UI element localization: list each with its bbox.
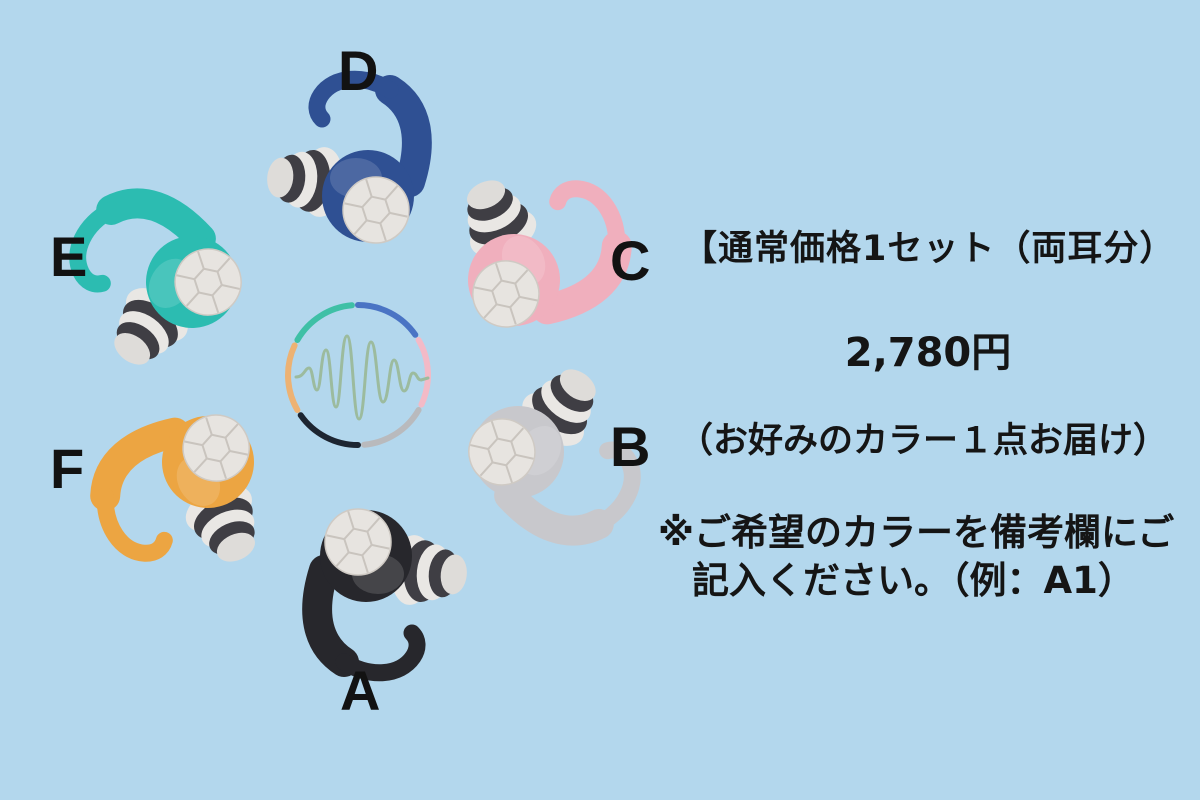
label-f: F	[50, 437, 85, 500]
ring-blue-segment	[355, 302, 419, 338]
hook-tail	[302, 555, 359, 677]
ring-teal-segment	[294, 302, 355, 343]
ring-pink-segment	[415, 337, 431, 408]
hook-tail	[96, 188, 216, 254]
earplug-c	[467, 180, 632, 328]
soccer-pattern-icon	[474, 263, 538, 325]
plug-cap	[472, 260, 540, 328]
remarks-note-line1: ※ご希望のカラーを備考欄にご	[658, 511, 1175, 554]
color-choice-note: （お好みのカラー１点お届け）	[678, 421, 1169, 461]
foam-tip	[467, 180, 537, 258]
hook-tail	[532, 231, 632, 325]
hook-tail-tip	[549, 180, 626, 255]
label-d: D	[338, 39, 379, 102]
hook-tail-tip	[96, 487, 173, 562]
hook-tail-tip	[69, 201, 120, 293]
label-b: B	[610, 415, 651, 478]
label-c: C	[610, 229, 651, 292]
soccer-pattern-icon	[470, 420, 534, 483]
hook-tail	[375, 75, 432, 197]
remarks-note-line2: 記入ください。（例：A1）	[692, 559, 1135, 602]
ring-gray-segment	[361, 407, 422, 448]
soccer-pattern-icon	[326, 510, 390, 574]
earplug-e	[69, 188, 242, 365]
earplug-a	[302, 508, 467, 682]
ring-orange-segment	[285, 342, 301, 413]
price-value: 2,780円	[844, 330, 1012, 376]
earplug-f	[90, 414, 255, 562]
hook-tail	[90, 417, 190, 511]
label-e: E	[50, 225, 88, 288]
earplug-b	[468, 369, 641, 546]
soundwave-icon	[294, 334, 430, 421]
soccer-pattern-icon	[176, 251, 240, 314]
price-headline: 【通常価格1セット（両耳分）	[682, 229, 1176, 269]
soccer-pattern-icon	[344, 178, 408, 242]
earplug-d	[267, 70, 432, 244]
plug-cap	[342, 176, 410, 244]
label-a: A	[340, 659, 381, 722]
hook-tail-tip	[308, 70, 399, 128]
plug-cap	[468, 418, 536, 486]
soccer-pattern-icon	[184, 417, 248, 479]
plug-cap	[182, 414, 250, 482]
ring-black-segment	[297, 412, 361, 448]
hook-tail-tip	[590, 441, 641, 533]
hook-tail	[494, 480, 614, 546]
color-ring	[285, 302, 431, 448]
hook-tail-tip	[335, 624, 426, 682]
plug-cap	[324, 508, 392, 576]
plug-cap	[174, 248, 242, 316]
